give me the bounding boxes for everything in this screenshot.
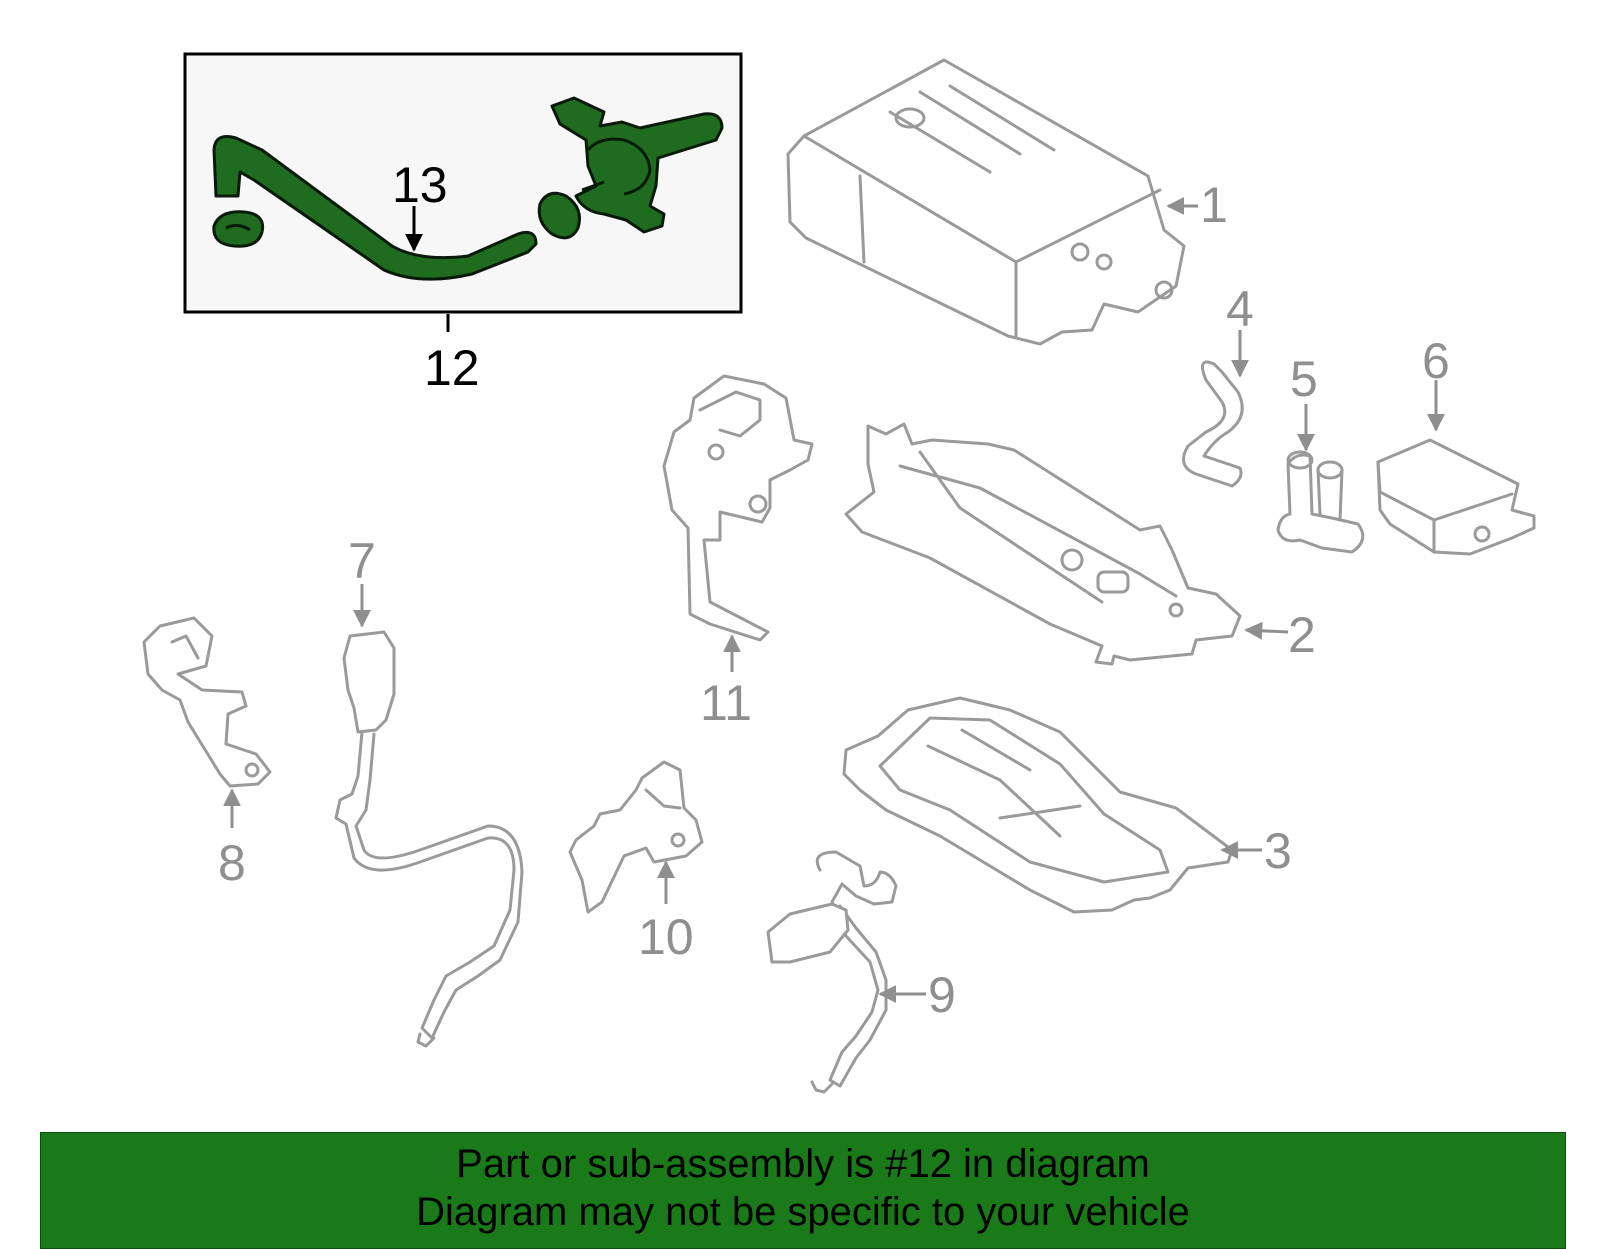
oxygen-sensor-part-9[interactable] [766,850,898,1094]
highlight-box-part-12[interactable] [183,52,743,314]
callout-10: 10 [638,909,694,965]
hose-part-13 [212,135,538,281]
hose-part-4[interactable] [1182,360,1244,488]
banner-line-2: Diagram may not be specific to your vehi… [416,1190,1190,1234]
callout-5: 5 [1290,351,1318,407]
bracket-part-8[interactable] [142,616,272,788]
callout-6: 6 [1422,333,1450,389]
heat-shield-part-3[interactable] [842,696,1234,914]
solenoid-bracket-part-11[interactable] [662,374,814,642]
callout-7: 7 [348,533,376,589]
hose-clamp-left [212,210,265,248]
callout-9: 9 [928,967,956,1023]
callout-4: 4 [1226,281,1254,337]
connector-part-5[interactable] [1276,450,1365,554]
purge-valve-assembly [550,96,724,234]
callout-1: 1 [1200,177,1228,233]
callout-12: 12 [424,340,480,396]
bracket-part-10[interactable] [568,760,704,914]
callout-8: 8 [218,835,246,891]
info-banner: Part or sub-assembly is #12 in diagram D… [40,1132,1566,1249]
oxygen-sensor-part-7[interactable] [334,630,524,1048]
banner-line-1: Part or sub-assembly is #12 in diagram [456,1142,1150,1186]
bracket-plate-part-2[interactable] [844,422,1242,666]
hose-clamp-right [537,191,581,240]
callout-13: 13 [392,157,448,213]
callout-3: 3 [1264,823,1292,879]
filter-part-6[interactable] [1376,438,1536,556]
evap-canister-part-1[interactable] [786,58,1186,346]
callout-2: 2 [1288,607,1316,663]
callout-11: 11 [700,675,752,731]
